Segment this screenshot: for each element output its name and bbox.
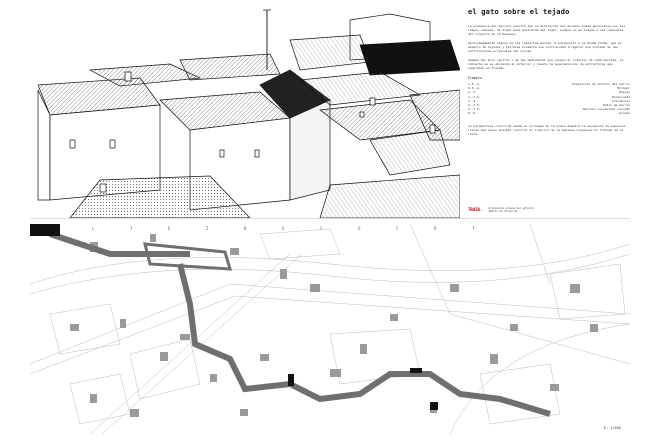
legend-row: 1.-4. Intramuros bbox=[468, 99, 630, 103]
grid-letter: G bbox=[282, 226, 285, 231]
caption-text: Ordenación urbana del entorno ámbito de … bbox=[488, 207, 533, 213]
grid-letter: I bbox=[206, 226, 209, 231]
legend-label: Recinto conventual cerrado bbox=[583, 107, 630, 112]
legend-code: 1.-7.5. bbox=[468, 94, 481, 99]
legend-label: Acceso bbox=[619, 111, 630, 116]
legend-title: Ejemplo: bbox=[468, 76, 484, 80]
legend-list: 1.5.-1.Exposición de entorno del barrio … bbox=[468, 82, 630, 116]
legend-row: 1.-7.5. Escalinata bbox=[468, 95, 630, 99]
grid-letter: C bbox=[396, 226, 399, 231]
description-panel: el gato sobre el tejado La presencia del… bbox=[468, 8, 630, 218]
paragraph-2: Aproximadamente alguna de las cubiertas … bbox=[468, 41, 622, 53]
roofscape-perspective bbox=[30, 0, 460, 218]
section-divider bbox=[30, 218, 630, 219]
legend-label: Patio de barrio bbox=[602, 103, 630, 108]
legend-code: 1.-4. bbox=[468, 98, 478, 103]
legend-row: 1.-1. Pasaje bbox=[468, 90, 630, 94]
grid-reference-letters: L T E I N G S O C D T bbox=[30, 226, 480, 234]
legend-row: 0.-6. Acceso bbox=[468, 111, 630, 115]
legend-code: 0.5.-4. bbox=[468, 86, 481, 91]
legend-row: 0.5.-4. Mirador bbox=[468, 86, 630, 90]
grid-letter: O bbox=[358, 226, 361, 231]
paragraph-3: Además del muro central y de las mediane… bbox=[468, 58, 624, 70]
grid-letter: T bbox=[130, 226, 133, 231]
legend-row: 1.5.-1. Exposición de entorno del barrio bbox=[468, 82, 630, 86]
legend-label: Mirador bbox=[617, 86, 630, 91]
grid-letter: E bbox=[168, 226, 171, 231]
grid-letter: L bbox=[92, 226, 95, 231]
site-plan bbox=[30, 224, 630, 434]
legend-row: 1.-7.5. Patio de barrio bbox=[468, 103, 630, 107]
legend-label: Intramuros bbox=[611, 98, 630, 103]
caption-line: Ordenación urbana del entorno bbox=[488, 207, 534, 210]
route-path bbox=[49, 231, 551, 417]
caption-block: TRAZA. Ordenación urbana del entorno ámb… bbox=[468, 207, 630, 219]
grid-letter: T bbox=[472, 226, 475, 231]
caption-logo: TRAZA. bbox=[468, 207, 483, 212]
legend-label: Pasaje bbox=[619, 90, 630, 95]
legend-code: 1.-7.5. bbox=[468, 103, 481, 108]
scale-label: E: 1/500 bbox=[604, 426, 621, 430]
grid-letter: N bbox=[244, 226, 247, 231]
legend-code: 1.-1. bbox=[468, 90, 478, 95]
sheet-title: el gato sobre el tejado bbox=[468, 8, 570, 16]
legend-code: 1.5.-1. bbox=[468, 82, 481, 86]
paragraph-1: La presencia del tercero suscita que la … bbox=[468, 24, 626, 36]
legend-label: Exposición de entorno del barrio bbox=[572, 82, 630, 86]
legend-label: Escalinata bbox=[611, 94, 630, 99]
grid-letter: D bbox=[434, 226, 437, 231]
grid-letter: S bbox=[320, 226, 323, 231]
legend-code: 0.-6. bbox=[468, 111, 478, 116]
legend-row: 2.-7.5. Recinto conventual cerrado bbox=[468, 107, 630, 111]
caption-line: ámbito de actuación bbox=[488, 210, 519, 213]
closing-paragraph: La perspectiva recorrida desde el arranq… bbox=[468, 123, 626, 136]
legend-code: 2.-7.5. bbox=[468, 107, 481, 112]
